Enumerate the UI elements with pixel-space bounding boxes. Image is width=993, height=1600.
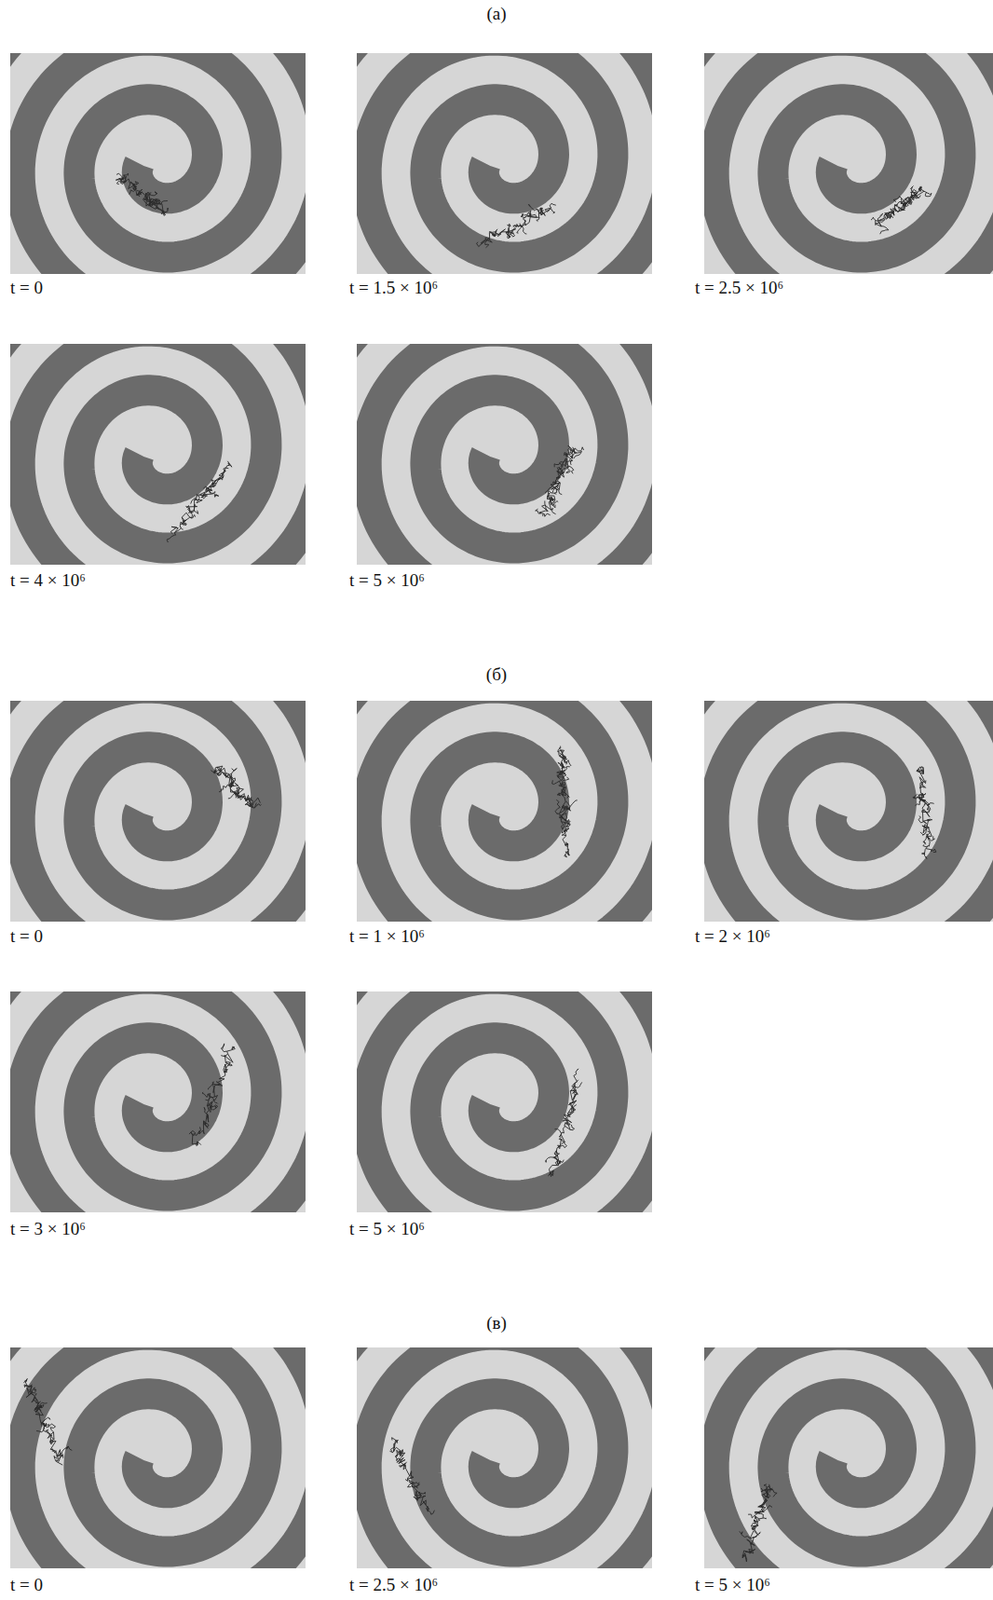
- simulation-snapshot: [704, 53, 993, 274]
- simulation-snapshot: [356, 343, 653, 565]
- time-label: t = 0: [10, 925, 43, 948]
- simulation-snapshot: [10, 700, 306, 922]
- simulation-snapshot: [356, 53, 653, 274]
- time-label: t = 0: [10, 277, 43, 300]
- simulation-snapshot: [10, 1346, 306, 1568]
- time-label: t = 2.5 × 10⁶: [694, 277, 784, 300]
- simulation-snapshot: [356, 700, 653, 922]
- simulation-snapshot: [356, 991, 653, 1212]
- panel-letter: (б): [486, 664, 507, 686]
- simulation-snapshot: [704, 700, 993, 922]
- panel-letter: (а): [486, 3, 506, 26]
- time-label: t = 2 × 10⁶: [694, 925, 771, 948]
- time-label: t = 5 × 10⁶: [349, 570, 425, 592]
- time-label: t = 5 × 10⁶: [694, 1574, 771, 1596]
- simulation-snapshot: [10, 53, 306, 274]
- time-label: t = 4 × 10⁶: [10, 570, 86, 592]
- simulation-snapshot: [704, 1346, 993, 1568]
- time-label: t = 5 × 10⁶: [349, 1218, 425, 1240]
- time-label: t = 1.5 × 10⁶: [349, 277, 438, 300]
- panel-letter: (в): [486, 1312, 507, 1334]
- time-label: t = 2.5 × 10⁶: [349, 1574, 438, 1596]
- time-label: t = 3 × 10⁶: [10, 1218, 86, 1240]
- time-label: t = 1 × 10⁶: [349, 925, 425, 948]
- simulation-snapshot: [10, 343, 306, 565]
- time-label: t = 0: [10, 1574, 43, 1596]
- simulation-snapshot: [356, 1346, 653, 1568]
- simulation-snapshot: [10, 991, 306, 1212]
